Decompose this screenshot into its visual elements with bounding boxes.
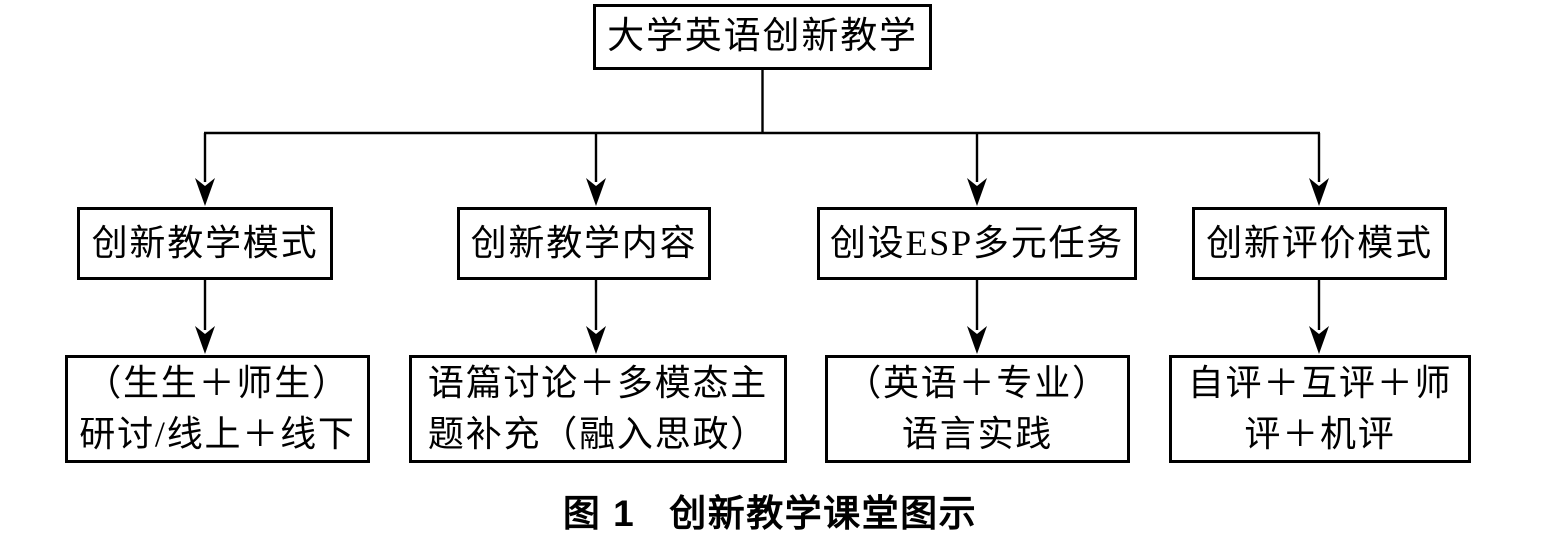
leaf-node-teaching-mode-detail: （生生＋师生） 研讨/线上＋线下 [65,355,370,463]
leaf-node-line1: （生生＋师生） [85,362,350,403]
leaf-node-teaching-content-detail: 语篇讨论＋多模态主 题补充（融入思政） [409,355,787,463]
leaf-node-line2: 评＋机评 [1244,414,1396,454]
branch-node-label: 创新教学模式 [91,223,319,264]
branch-node-esp-tasks: 创设ESP多元任务 [817,207,1137,280]
leaf-node-line2: 研讨/线上＋线下 [79,414,356,454]
figure-caption-number: 图 1 [562,493,636,534]
branch-node-label: 创设ESP多元任务 [829,223,1125,264]
leaf-node-line1: 自评＋互评＋师 [1187,362,1453,403]
connector-stems [203,70,1321,330]
branch-node-teaching-mode: 创新教学模式 [77,207,333,280]
leaf-node-line2: 语言实践 [901,414,1054,454]
root-node: 大学英语创新教学 [593,4,932,70]
leaf-node-line1: （英语＋专业） [845,362,1110,403]
root-node-label: 大学英语创新教学 [607,16,918,58]
branch-node-teaching-content: 创新教学内容 [457,207,711,280]
leaf-node-esp-tasks-detail: （英语＋专业） 语言实践 [825,355,1130,463]
figure-caption-title: 创新教学课堂图示 [669,493,978,534]
leaf-node-line1: 语篇讨论＋多模态主 [427,362,769,403]
leaf-node-line2: 题补充（融入思政） [427,414,769,454]
arrowheads [195,178,1329,354]
figure-caption: 图 1 创新教学课堂图示 [400,483,1140,537]
branch-node-label: 创新评价模式 [1206,223,1433,264]
branch-node-label: 创新教学内容 [470,223,698,264]
branch-node-evaluation-mode: 创新评价模式 [1192,207,1447,280]
leaf-node-evaluation-mode-detail: 自评＋互评＋师 评＋机评 [1169,355,1471,463]
